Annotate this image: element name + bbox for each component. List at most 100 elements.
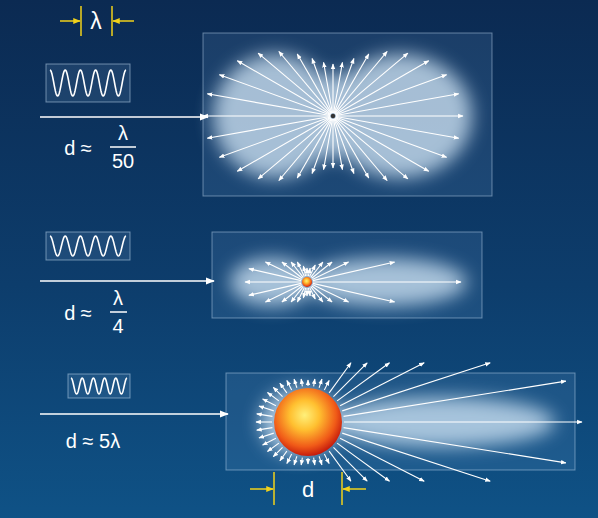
scattered-ray bbox=[297, 54, 331, 113]
scattered-ray bbox=[332, 64, 333, 113]
size-label: d ≈ bbox=[64, 303, 92, 323]
scattered-ray bbox=[273, 447, 282, 456]
panel bbox=[212, 232, 482, 318]
scattered-ray bbox=[306, 288, 307, 296]
wave bbox=[71, 378, 127, 394]
scattered-ray bbox=[329, 363, 351, 393]
scattered-ray bbox=[280, 451, 287, 461]
scattered-ray bbox=[312, 262, 332, 278]
scattered-ray bbox=[237, 118, 330, 172]
size-label: 50 bbox=[112, 151, 134, 171]
scattered-ray bbox=[314, 458, 315, 465]
scattered-ray bbox=[259, 433, 274, 438]
scattered-ray bbox=[312, 59, 332, 114]
scattered-ray bbox=[342, 433, 490, 481]
scattered-ray bbox=[249, 283, 301, 295]
scattered-ray bbox=[334, 119, 354, 174]
scattered-ray bbox=[324, 62, 333, 113]
incident-beam bbox=[40, 413, 228, 415]
scattered-ray bbox=[329, 451, 351, 481]
scattered-ray bbox=[335, 118, 387, 180]
scattered-ray bbox=[258, 53, 331, 114]
scattered-ray bbox=[265, 262, 301, 279]
wave-box bbox=[46, 64, 130, 102]
dimension-marker bbox=[60, 6, 134, 36]
scattered-ray bbox=[307, 458, 308, 464]
wave-box bbox=[46, 232, 130, 260]
scattered-ray bbox=[287, 381, 292, 390]
scattered-ray bbox=[280, 383, 287, 393]
size-label: λ bbox=[118, 123, 128, 143]
scattered-ray bbox=[245, 281, 301, 282]
scattered-ray bbox=[259, 406, 274, 411]
scattered-ray bbox=[337, 363, 389, 401]
scattered-ray bbox=[340, 438, 424, 481]
scattered-ray bbox=[312, 286, 332, 302]
scattered-ray bbox=[313, 281, 461, 282]
scattered-ray bbox=[336, 75, 447, 115]
scattered-ray bbox=[256, 421, 272, 422]
scattered-ray bbox=[267, 443, 278, 451]
scattered-ray bbox=[314, 379, 315, 386]
fraction-bar bbox=[110, 311, 127, 313]
scattered-ray bbox=[297, 262, 304, 277]
panel bbox=[203, 33, 492, 196]
scattered-ray bbox=[334, 62, 343, 113]
scattered-ray bbox=[342, 363, 490, 411]
scattered-ray bbox=[279, 51, 331, 113]
scattered-ray bbox=[335, 119, 369, 178]
scattered-ray bbox=[336, 115, 463, 116]
size-label: d ≈ 5λ bbox=[66, 431, 120, 451]
scattered-ray bbox=[257, 428, 273, 430]
size-label: λ bbox=[113, 288, 123, 308]
scattered-ray bbox=[219, 117, 330, 157]
scattered-ray bbox=[267, 393, 278, 401]
fraction-bar bbox=[110, 146, 136, 148]
scattered-ray bbox=[207, 117, 330, 139]
scattered-ray bbox=[279, 118, 331, 180]
scattered-ray bbox=[337, 443, 389, 481]
incident-beam bbox=[40, 116, 208, 118]
scattered-ray bbox=[282, 262, 302, 278]
scattered-ray bbox=[310, 287, 316, 299]
particle bbox=[274, 388, 342, 456]
scattered-ray bbox=[324, 454, 329, 463]
wave-box bbox=[68, 374, 130, 398]
scattered-ray bbox=[307, 380, 308, 386]
scattered-ray bbox=[340, 363, 424, 406]
wavelength-label: λ bbox=[90, 10, 102, 33]
scattered-ray bbox=[287, 454, 292, 463]
scattered-ray bbox=[332, 119, 333, 168]
wave bbox=[50, 70, 127, 394]
scattered-ray bbox=[336, 61, 429, 115]
scattered-ray bbox=[334, 119, 343, 170]
scattered-ray bbox=[301, 379, 302, 386]
scattered-ray bbox=[308, 288, 310, 296]
scattered-ray bbox=[336, 117, 447, 157]
scattered-rays bbox=[203, 51, 582, 481]
scattered-ray bbox=[312, 285, 348, 302]
scattered-ray bbox=[313, 283, 395, 302]
wave bbox=[50, 236, 126, 256]
particle bbox=[302, 277, 312, 287]
scattered-ray bbox=[263, 438, 276, 445]
scatter-glow bbox=[213, 54, 555, 456]
scattered-ray bbox=[336, 94, 459, 116]
scattered-ray bbox=[282, 286, 302, 302]
diameter-label: d bbox=[302, 479, 314, 501]
dimension-marker bbox=[250, 472, 366, 505]
wave bbox=[50, 70, 126, 96]
scattered-ray bbox=[301, 458, 302, 465]
scattered-ray bbox=[324, 119, 333, 170]
scattered-ray bbox=[324, 381, 329, 390]
size-label: d ≈ bbox=[64, 138, 92, 158]
scattered-ray bbox=[344, 381, 566, 416]
scattered-ray bbox=[335, 51, 387, 113]
particle bbox=[331, 114, 335, 118]
scattered-ray bbox=[219, 75, 330, 115]
scattered-ray bbox=[303, 266, 305, 276]
scattered-ray bbox=[344, 421, 582, 422]
scattered-ray bbox=[294, 456, 297, 465]
scattered-ray bbox=[263, 399, 276, 406]
scattered-ray bbox=[319, 456, 322, 465]
